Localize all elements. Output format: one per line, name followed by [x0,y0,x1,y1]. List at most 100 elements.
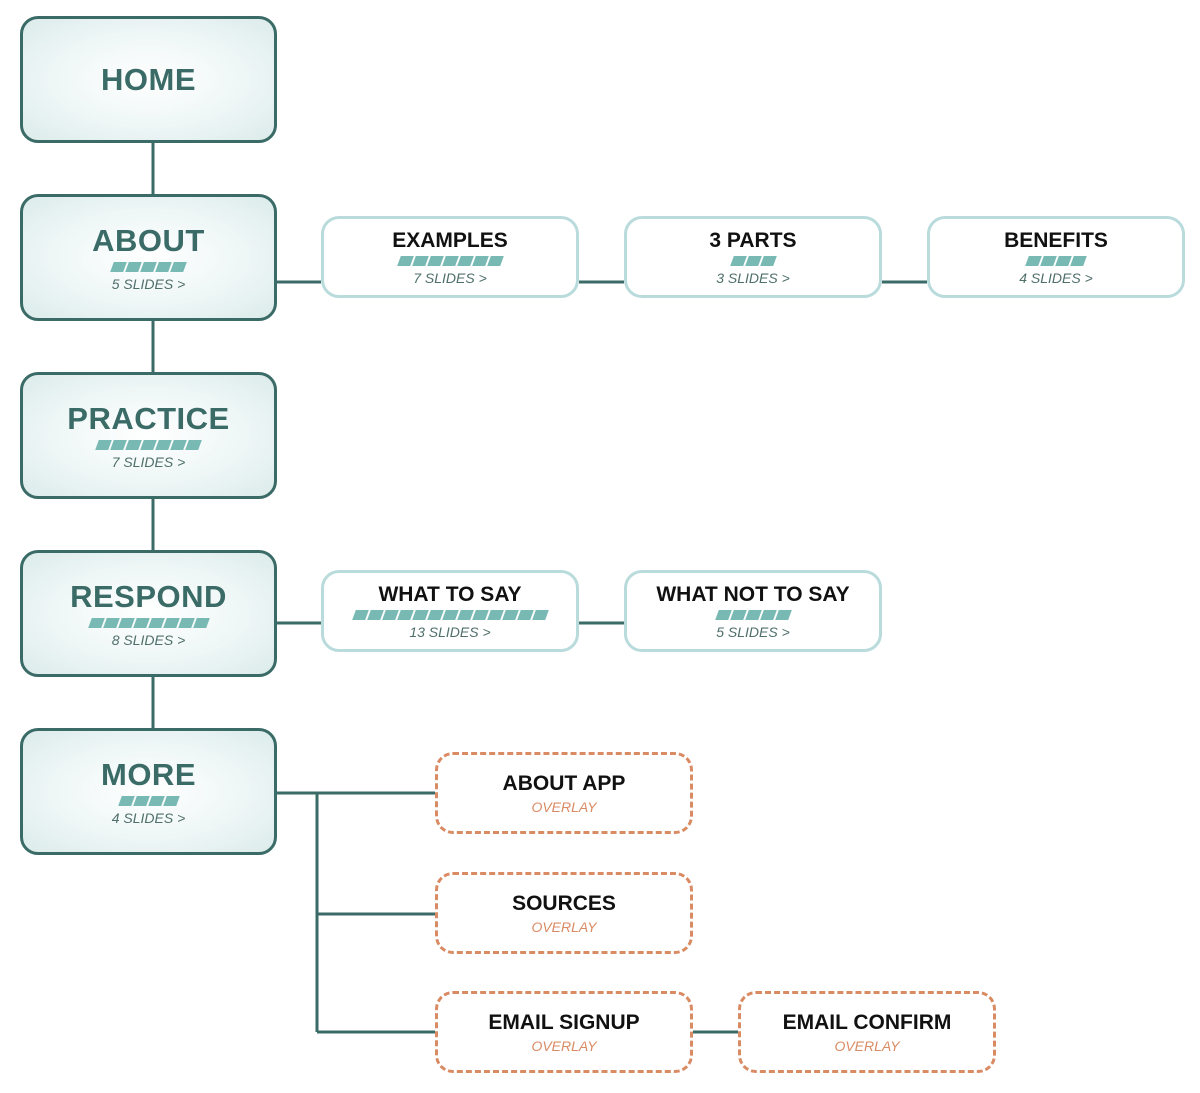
slide-segment [170,261,187,272]
slide-segment [366,609,384,620]
slide-segment [1040,255,1057,266]
benefits-node[interactable]: BENEFITS 4 SLIDES > [927,216,1185,298]
slide-segment [486,255,504,266]
email-signup-overlay-node[interactable]: EMAIL SIGNUP OVERLAY [435,991,693,1073]
slide-segment [456,255,474,266]
slide-segment [95,439,112,450]
slide-segment [155,439,172,450]
slide-segment [102,617,120,628]
slide-segment [411,609,429,620]
slide-segment [155,261,172,272]
slide-segment [441,255,459,266]
slide-segment [426,609,444,620]
about-app-overlay-node[interactable]: ABOUT APP OVERLAY [435,752,693,834]
slide-progress-bar [714,609,792,620]
email-confirm-title: EMAIL CONFIRM [782,1010,952,1034]
more-title: MORE [101,756,196,792]
benefits-title: BENEFITS [1004,228,1108,252]
slide-segment [147,617,165,628]
email-signup-title: EMAIL SIGNUP [488,1010,640,1034]
slide-segment [516,609,534,620]
slide-segment [177,617,195,628]
examples-slide-count: 7 SLIDES > [413,269,487,286]
overlay-tag: OVERLAY [531,798,597,815]
slide-progress-bar [396,255,504,266]
slide-segment [185,439,202,450]
slide-segment [774,609,792,620]
slide-segment [729,609,747,620]
slide-segment [381,609,399,620]
slide-segment [714,609,732,620]
slide-segment [351,609,369,620]
slide-segment [744,609,762,620]
benefits-slide-count: 4 SLIDES > [1019,269,1093,286]
slide-segment [125,439,142,450]
about-app-title: ABOUT APP [502,771,626,795]
slide-segment [471,255,489,266]
sources-title: SOURCES [512,891,616,915]
slide-segment [456,609,474,620]
slide-progress-bar [1025,255,1087,266]
overlay-tag: OVERLAY [531,918,597,935]
slide-segment [110,261,127,272]
slide-segment [170,439,187,450]
slide-segment [426,255,444,266]
slide-segment [110,439,127,450]
slide-segment [486,609,504,620]
slide-segment [396,609,414,620]
slide-progress-bar [95,439,202,450]
slide-segment [1055,255,1072,266]
three-parts-slide-count: 3 SLIDES > [716,269,790,286]
slide-segment [1070,255,1087,266]
what-not-to-say-slide-count: 5 SLIDES > [716,623,790,640]
respond-title: RESPOND [70,578,227,614]
slide-segment [441,609,459,620]
overlay-tag: OVERLAY [834,1037,900,1054]
three-parts-node[interactable]: 3 PARTS 3 SLIDES > [624,216,882,298]
slide-segment [132,617,150,628]
slide-segment [162,617,180,628]
slide-progress-bar [351,609,549,620]
slide-segment [140,261,157,272]
slide-progress-bar [117,795,180,806]
slide-segment [411,255,429,266]
slide-progress-bar [87,617,210,628]
slide-segment [1025,255,1042,266]
slide-progress-bar [110,261,187,272]
about-node[interactable]: ABOUT 5 SLIDES > [20,194,277,321]
respond-slide-count: 8 SLIDES > [111,631,186,648]
slide-segment [759,609,777,620]
what-not-to-say-title: WHAT NOT TO SAY [656,582,850,606]
slide-segment [132,795,150,806]
examples-title: EXAMPLES [392,228,508,252]
what-to-say-slide-count: 13 SLIDES > [409,623,491,640]
more-slide-count: 4 SLIDES > [111,809,186,826]
slide-progress-bar [729,255,777,266]
slide-segment [117,795,135,806]
overlay-tag: OVERLAY [531,1037,597,1054]
practice-title: PRACTICE [67,400,230,436]
slide-segment [759,255,777,266]
slide-segment [140,439,157,450]
slide-segment [87,617,105,628]
about-slide-count: 5 SLIDES > [111,275,186,292]
slide-segment [147,795,165,806]
slide-segment [125,261,142,272]
home-node[interactable]: HOME [20,16,277,143]
slide-segment [117,617,135,628]
practice-slide-count: 7 SLIDES > [111,453,186,470]
slide-segment [729,255,747,266]
examples-node[interactable]: EXAMPLES 7 SLIDES > [321,216,579,298]
practice-node[interactable]: PRACTICE 7 SLIDES > [20,372,277,499]
email-confirm-overlay-node[interactable]: EMAIL CONFIRM OVERLAY [738,991,996,1073]
what-to-say-node[interactable]: WHAT TO SAY 13 SLIDES > [321,570,579,652]
slide-segment [501,609,519,620]
more-node[interactable]: MORE 4 SLIDES > [20,728,277,855]
three-parts-title: 3 PARTS [709,228,797,252]
home-title: HOME [101,62,196,97]
what-not-to-say-node[interactable]: WHAT NOT TO SAY 5 SLIDES > [624,570,882,652]
slide-segment [396,255,414,266]
sources-overlay-node[interactable]: SOURCES OVERLAY [435,872,693,954]
respond-node[interactable]: RESPOND 8 SLIDES > [20,550,277,677]
